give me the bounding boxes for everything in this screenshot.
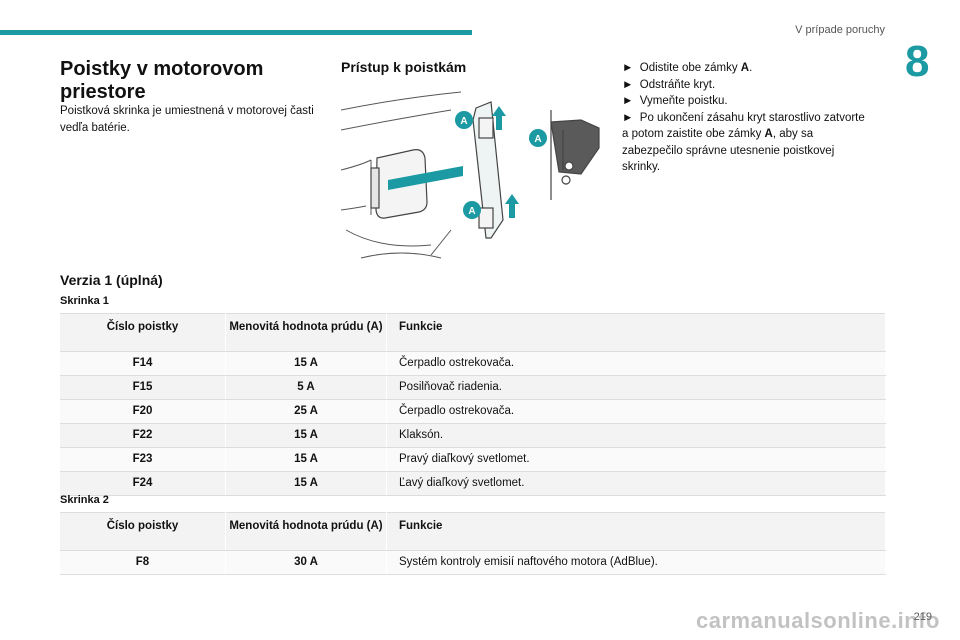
col-fuse-header: Číslo poistky: [60, 313, 226, 352]
lock-a-label: A: [534, 134, 541, 145]
col-rating-header: Menovitá hodnota prúdu (A): [225, 512, 387, 551]
fuse-table-box1: Číslo poistky Menovitá hodnota prúdu (A)…: [60, 313, 886, 496]
version-title: Verzia 1 (úplná): [60, 272, 163, 288]
fuse-box-illustration: A A A: [341, 91, 600, 259]
instruction-steps: ► Odistite obe zámky A. ► Odstráňte kryt…: [622, 60, 872, 176]
page-number: 219: [913, 611, 932, 623]
lock-a-label: A: [468, 206, 475, 217]
intro-text: Poistková skrinka je umiestnená v motoro…: [60, 105, 314, 134]
chapter-number: 8: [905, 37, 930, 86]
page-title: Poistky v motorovom priestore: [60, 58, 264, 103]
header-accent-bar: [0, 30, 472, 35]
watermark: carmanualsonline.info: [696, 608, 940, 633]
col-rating-header: Menovitá hodnota prúdu (A): [225, 313, 387, 352]
access-title: Prístup k poistkám: [341, 59, 467, 75]
lock-a-marker-2: [529, 129, 547, 147]
lock-a-label: A: [460, 116, 467, 127]
step-item: ► Po ukončení zásahu kryt starostlivo za…: [622, 111, 865, 174]
step-item: ► Vymeňte poistku.: [622, 95, 728, 107]
fuse-table-box2: Číslo poistky Menovitá hodnota prúdu (A)…: [60, 512, 886, 575]
lock-a-marker-3: [463, 201, 481, 219]
box1-label: Skrinka 1: [60, 295, 109, 307]
col-function-header: Funkcie: [386, 512, 886, 551]
col-function-header: Funkcie: [386, 313, 886, 352]
lock-a-marker-1: [455, 111, 473, 129]
table-header-row: Číslo poistky Menovitá hodnota prúdu (A)…: [60, 512, 886, 551]
box2-label: Skrinka 2: [60, 494, 109, 506]
section-title: V prípade poruchy: [795, 24, 885, 36]
table-header-row: Číslo poistky Menovitá hodnota prúdu (A)…: [60, 313, 886, 352]
col-fuse-header: Číslo poistky: [60, 512, 226, 551]
step-item: ► Odstráňte kryt.: [622, 78, 716, 91]
step-item: ► Odistite obe zámky A.: [622, 62, 753, 74]
